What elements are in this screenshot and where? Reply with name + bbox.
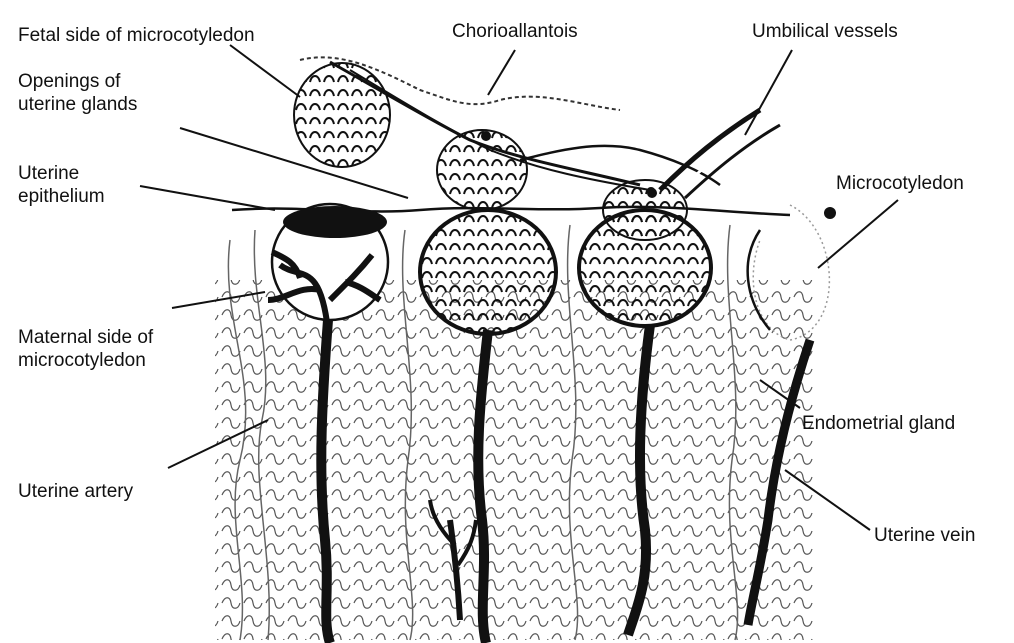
label-fetal-side: Fetal side of microcotyledon — [18, 24, 255, 47]
label-epithelium-line1: Uterine — [18, 162, 105, 185]
label-endometrial-gland: Endometrial gland — [802, 412, 955, 435]
label-maternal-side: Maternal side of microcotyledon — [18, 326, 153, 372]
label-endometrial-gland-text: Endometrial gland — [802, 412, 955, 435]
label-openings-line1: Openings of — [18, 70, 137, 93]
label-uterine-epithelium: Uterine epithelium — [18, 162, 105, 208]
label-uterine-vein-text: Uterine vein — [874, 524, 975, 547]
label-microcotyledon: Microcotyledon — [836, 172, 964, 195]
maternal-microcotyledon-3 — [579, 210, 711, 326]
label-microcotyledon-text: Microcotyledon — [836, 172, 964, 195]
label-epithelium-line2: epithelium — [18, 185, 105, 208]
label-uterine-artery: Uterine artery — [18, 480, 133, 503]
label-uterine-vein: Uterine vein — [874, 524, 975, 547]
label-maternal-line2: microcotyledon — [18, 349, 153, 372]
label-chorioallantois-text: Chorioallantois — [452, 20, 578, 43]
label-umbilical-vessels: Umbilical vessels — [752, 20, 898, 43]
label-maternal-line1: Maternal side of — [18, 326, 153, 349]
label-uterine-artery-text: Uterine artery — [18, 480, 133, 503]
label-fetal-side-text: Fetal side of microcotyledon — [18, 24, 255, 47]
label-umbilical-vessels-text: Umbilical vessels — [752, 20, 898, 43]
label-openings: Openings of uterine glands — [18, 70, 137, 116]
label-chorioallantois: Chorioallantois — [452, 20, 578, 43]
maternal-microcotyledon-2 — [420, 210, 556, 334]
label-openings-line2: uterine glands — [18, 93, 137, 116]
